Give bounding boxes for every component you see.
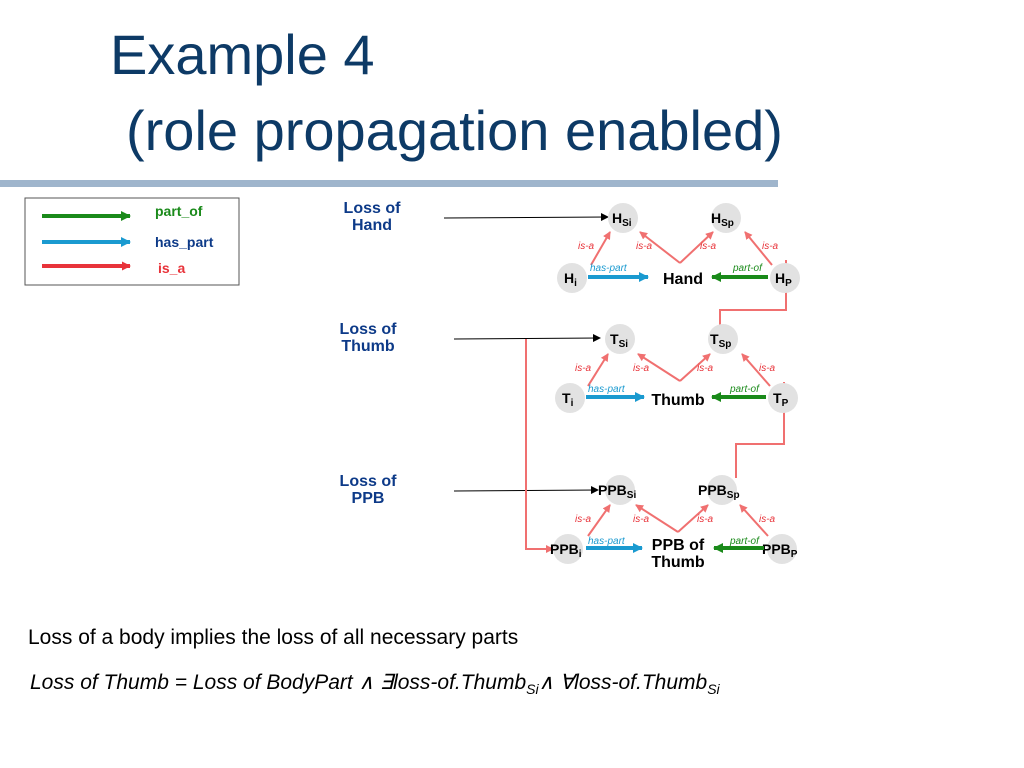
hand-sp-node — [711, 203, 741, 233]
slide-title-line2: (role propagation enabled) — [126, 99, 783, 162]
hand-center-label: Hand — [663, 271, 703, 288]
hand-p-node — [770, 263, 800, 293]
legend: part_of has_part is_a — [24, 197, 240, 286]
ppb-isa-edge-3 — [677, 504, 709, 533]
ppb-isa-label-4: is-a — [759, 514, 776, 525]
thumb-group: TSi TSp Ti TP is-a is-a is-a is-a has-pa… — [555, 324, 798, 413]
thumb-has-part-label: has-part — [588, 384, 626, 395]
ppb-isa-edge-2 — [635, 504, 679, 533]
hand-si-node — [608, 203, 638, 233]
loss-thumb-line1: Loss of — [340, 321, 398, 338]
ppb-isa-edge-4 — [739, 504, 769, 537]
thumb-isa-label-1: is-a — [575, 363, 592, 374]
legend-part-of-label: part_of — [155, 203, 203, 219]
propagation-line-thumb-to-ppb — [525, 339, 554, 553]
thumb-i-label: Ti — [562, 390, 574, 409]
ppb-i-label: PPBi — [550, 541, 582, 560]
ppb-isa-label-3: is-a — [697, 514, 714, 525]
hand-i-label: Hi — [564, 270, 577, 289]
hand-isa-label-4: is-a — [762, 241, 779, 252]
formula-exists: ∃ — [373, 671, 394, 694]
hand-sp-label: HSp — [711, 210, 734, 229]
body-text-line1: Loss of a body implies the loss of all n… — [28, 626, 519, 649]
ppb-isa-edge-1 — [587, 504, 611, 537]
propagation-line-thumb-to-ppb-sp — [735, 382, 785, 478]
thumb-i-node — [555, 383, 585, 413]
hand-isa-edge-3 — [679, 231, 714, 264]
formula-term-1: loss-of.Thumb — [393, 671, 527, 694]
thumb-part-of-label: part-of — [729, 384, 760, 395]
loss-thumb-line2: Thumb — [341, 338, 395, 355]
thumb-isa-label-2: is-a — [633, 363, 650, 374]
hand-isa-label-3: is-a — [700, 241, 717, 252]
title-divider — [0, 180, 778, 187]
thumb-si-node — [605, 324, 635, 354]
ppb-si-label: PPBSi — [598, 482, 636, 501]
legend-is-a-label: is_a — [158, 260, 185, 276]
ppb-sp-label: PPBSp — [698, 482, 740, 501]
ppb-part-of-label: part-of — [729, 536, 760, 547]
hand-part-of-label: part-of — [732, 263, 763, 274]
thumb-isa-label-3: is-a — [697, 363, 714, 374]
thumb-isa-edge-1 — [587, 353, 609, 387]
formula-sub-2: Si — [707, 681, 720, 698]
hand-has-part-label: has-part — [590, 263, 628, 274]
hand-isa-edge-4 — [744, 231, 773, 266]
loss-thumb-arrow — [453, 334, 601, 343]
thumb-isa-edge-4 — [741, 353, 771, 387]
hand-isa-edge-1 — [590, 231, 611, 266]
thumb-sp-label: TSp — [710, 331, 731, 350]
formula-line: Loss of Thumb = Loss of BodyPart ∧ ∃loss… — [30, 670, 720, 697]
thumb-p-label: TP — [773, 390, 789, 409]
ppb-i-node — [553, 534, 583, 564]
thumb-isa-label-4: is-a — [759, 363, 776, 374]
ppb-group: PPBSi PPBSp PPBi PPBP is-a is-a is-a is-… — [550, 475, 798, 571]
formula-term-2: loss-of.Thumb — [574, 671, 708, 694]
loss-hand-line1: Loss of — [344, 200, 402, 217]
hand-si-label: HSi — [612, 210, 632, 229]
hand-isa-edge-2 — [639, 231, 681, 264]
loss-hand-line2: Hand — [352, 217, 392, 234]
thumb-center-label: Thumb — [651, 392, 705, 409]
formula-lhs: Loss of Thumb = Loss of BodyPart — [30, 671, 359, 694]
hand-i-node — [557, 263, 587, 293]
ppb-center-label-line1: PPB of — [652, 537, 705, 554]
ppb-sp-node — [707, 475, 737, 505]
loss-ppb-line2: PPB — [352, 490, 385, 507]
formula-forall: ∀ — [553, 671, 575, 694]
ppb-isa-label-2: is-a — [633, 514, 650, 525]
thumb-si-label: TSi — [610, 331, 628, 350]
thumb-isa-edge-2 — [637, 353, 681, 382]
thumb-p-node — [768, 383, 798, 413]
ppb-center-label-line2: Thumb — [651, 554, 705, 571]
thumb-sp-node — [708, 324, 738, 354]
loss-ppb-line1: Loss of — [340, 473, 398, 490]
ppb-p-label: PPBP — [762, 541, 798, 560]
formula-and-1: ∧ — [358, 671, 374, 694]
ppb-isa-label-1: is-a — [575, 514, 592, 525]
legend-has-part-label: has_part — [155, 234, 214, 250]
hand-isa-label-2: is-a — [636, 241, 653, 252]
ppb-si-node — [605, 475, 635, 505]
hand-p-label: HP — [775, 270, 792, 289]
formula-sub-1: Si — [526, 681, 539, 698]
formula-and-2: ∧ — [538, 671, 554, 694]
hand-isa-label-1: is-a — [578, 241, 595, 252]
hand-group: HSi HSp Hi HP is-a is-a is-a is-a has-pa… — [557, 203, 800, 293]
slide-title-line1: Example 4 — [110, 23, 375, 86]
ppb-p-node — [767, 534, 797, 564]
loss-hand-arrow — [443, 213, 609, 222]
thumb-isa-edge-3 — [679, 353, 711, 382]
ppb-has-part-label: has-part — [588, 536, 626, 547]
